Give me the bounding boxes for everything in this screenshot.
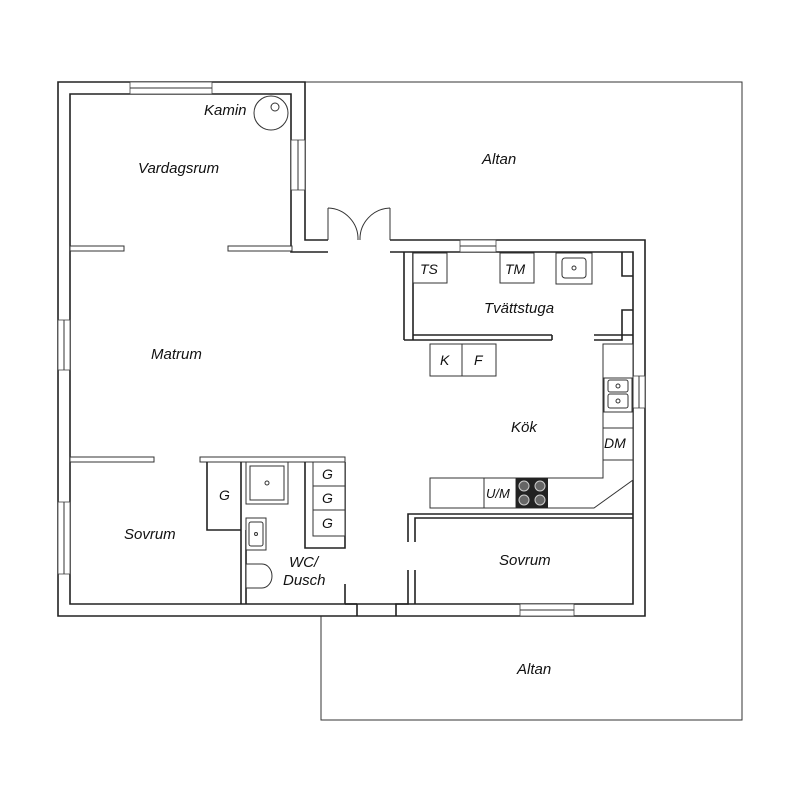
- label-matrum: Matrum: [151, 346, 202, 363]
- label-ts: TS: [420, 261, 439, 277]
- kamin-icon: [253, 95, 289, 131]
- label-g-wc-1: G: [322, 466, 333, 482]
- label-tm: TM: [505, 261, 526, 277]
- kitchen-counters: [429, 343, 634, 509]
- label-wc-1: WC/: [289, 554, 320, 571]
- label-tvattstuga: Tvättstuga: [484, 300, 554, 317]
- um-box: [483, 477, 517, 509]
- label-kamin: Kamin: [204, 102, 247, 119]
- label-g-wc-2: G: [322, 490, 333, 506]
- label-g-wc-3: G: [322, 515, 333, 531]
- label-g-closet: G: [219, 487, 230, 503]
- label-k: K: [440, 352, 450, 368]
- label-altan-top: Altan: [481, 151, 516, 168]
- g-box-3: [312, 509, 346, 537]
- exterior-wall-inner: [69, 93, 634, 605]
- toilet-icon: [245, 563, 273, 589]
- interior-walls: [69, 245, 633, 616]
- exterior-walls: [57, 81, 646, 617]
- terrace-outlines: [305, 81, 743, 721]
- room-labels: Kamin Vardagsrum Altan Matrum Tvättstuga…: [124, 102, 554, 678]
- label-um: U/M: [486, 486, 510, 501]
- f-box: [461, 343, 497, 377]
- kitchen-counter-l: [429, 343, 634, 509]
- label-sovrum-right: Sovrum: [499, 552, 551, 569]
- fixtures: [245, 95, 633, 589]
- g-box-2: [312, 485, 346, 511]
- tm-box: [499, 252, 535, 284]
- appliance-labels: TS TM K F DM U/M G G G G: [219, 261, 626, 531]
- ts-box: [412, 252, 448, 284]
- label-vardagsrum: Vardagsrum: [138, 160, 219, 177]
- patio-door: [327, 207, 391, 254]
- label-f: F: [474, 352, 484, 368]
- label-sovrum-left: Sovrum: [124, 526, 176, 543]
- label-dm: DM: [604, 435, 626, 451]
- windows: [57, 81, 646, 617]
- altan-top-outline: [305, 81, 743, 721]
- exterior-wall-outer: [57, 81, 646, 617]
- label-altan-bottom: Altan: [516, 661, 551, 678]
- k-box: [429, 343, 463, 377]
- label-kok: Kök: [511, 419, 538, 436]
- label-wc-2: Dusch: [283, 572, 326, 589]
